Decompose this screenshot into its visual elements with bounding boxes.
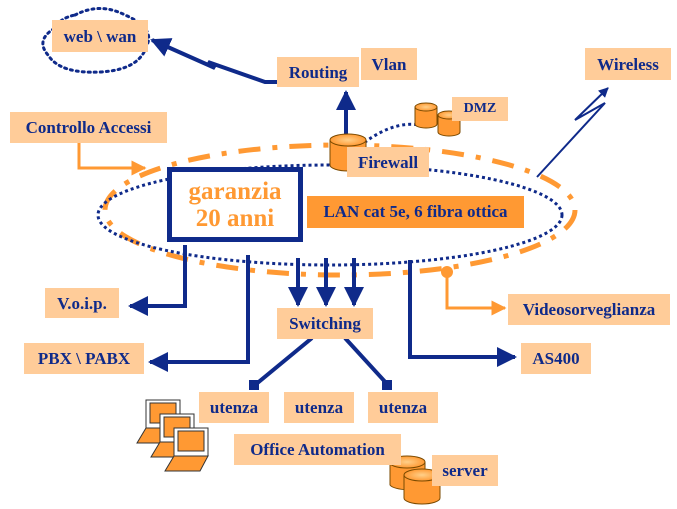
lan-label: LAN cat 5e, 6 fibra ottica xyxy=(307,196,524,228)
node-utenza-1[interactable]: utenza xyxy=(199,392,269,423)
access-control-link xyxy=(77,135,147,176)
wireless-link xyxy=(536,87,609,178)
pbx-link xyxy=(148,255,250,372)
node-as400[interactable]: AS400 xyxy=(521,343,591,374)
server-cylinder-icon xyxy=(388,455,441,505)
lan-outer-ring xyxy=(102,142,578,278)
switch-to-utenza-1 xyxy=(253,336,314,387)
node-office-automation[interactable]: Office Automation xyxy=(234,434,401,465)
utenza-1-connector xyxy=(249,380,259,390)
laptops-icon xyxy=(136,399,209,472)
warranty-box: garanzia 20 anni xyxy=(167,167,303,242)
video-link xyxy=(445,272,507,316)
utenza-3-connector xyxy=(382,380,392,390)
voip-link xyxy=(128,245,187,316)
node-videosorveglianza[interactable]: Videosorveglianza xyxy=(508,294,670,325)
as400-link xyxy=(408,260,517,367)
node-routing[interactable]: Routing xyxy=(277,57,359,87)
node-dmz[interactable]: DMZ xyxy=(452,97,508,121)
node-utenza-3[interactable]: utenza xyxy=(368,392,438,423)
node-switching[interactable]: Switching xyxy=(277,308,373,339)
node-firewall[interactable]: Firewall xyxy=(347,147,429,177)
node-controllo-accessi[interactable]: Controllo Accessi xyxy=(10,112,167,143)
node-web-wan[interactable]: web \ wan xyxy=(52,20,148,52)
node-vlan[interactable]: Vlan xyxy=(361,48,417,80)
node-wireless[interactable]: Wireless xyxy=(585,48,671,80)
routing-to-wan-link xyxy=(150,38,278,84)
node-voip[interactable]: V.o.i.p. xyxy=(45,288,119,318)
warranty-line1: garanzia xyxy=(188,177,282,205)
node-server[interactable]: server xyxy=(432,455,498,486)
node-utenza-2[interactable]: utenza xyxy=(284,392,354,423)
node-pbx[interactable]: PBX \ PABX xyxy=(24,343,144,374)
video-node xyxy=(441,266,453,278)
switch-to-utenza-3 xyxy=(343,336,390,387)
lan-inner-ring xyxy=(96,163,564,267)
warranty-line2: 20 anni xyxy=(195,204,275,232)
